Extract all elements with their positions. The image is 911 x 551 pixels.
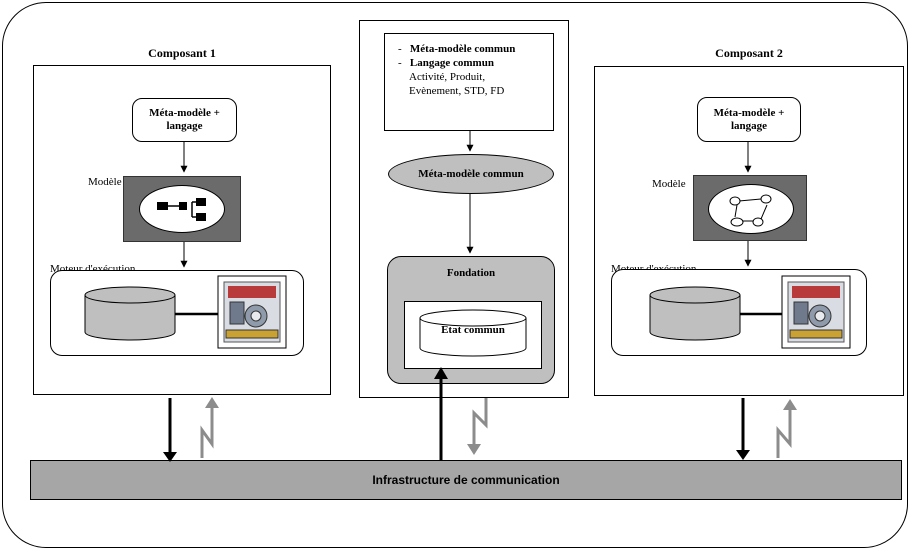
note-line-4: Evènement, STD, FD <box>409 85 505 97</box>
c1-database-icon <box>84 286 176 341</box>
component-1-meta-box: Méta-modèle + langage <box>132 98 237 142</box>
tree-model-icon <box>157 198 206 221</box>
c2-up-arrowhead <box>783 399 797 410</box>
note-line-2: - Langage commun <box>398 57 494 69</box>
component-2-model-label: Modèle <box>652 178 686 190</box>
note-line-3: Activité, Produit, <box>409 71 486 83</box>
note-line-1: - Méta-modèle commun <box>398 43 516 55</box>
foundation-title: Fondation <box>446 267 496 279</box>
component-2-model-frame <box>693 175 807 241</box>
common-metamodel-oval: Méta-modèle commun <box>388 154 554 194</box>
center-up-arrowhead <box>434 367 448 379</box>
c2-down-arrowhead <box>736 450 750 460</box>
component-2-model-ellipse <box>708 184 794 234</box>
center-down-zigzag-arrow <box>472 398 488 446</box>
center-down-arrowhead <box>467 444 481 455</box>
component-1-title: Composant 1 <box>148 46 216 60</box>
component-1-model-label: Modèle <box>88 176 122 188</box>
center-notes: - Méta-modèle commun - Langage commun Ac… <box>398 42 548 98</box>
c1-down-arrowhead <box>163 452 177 462</box>
graph-model-icon <box>729 194 772 227</box>
c2-engine-robot-icon <box>781 275 851 349</box>
c2-database-icon <box>649 286 741 341</box>
communication-infrastructure: Infrastructure de communication <box>30 460 902 500</box>
component-1-model-ellipse <box>139 185 225 233</box>
shared-state-database-icon <box>419 309 527 357</box>
shared-state-label: Etat commun <box>441 324 505 336</box>
component-2-meta-box: Méta-modèle + langage <box>697 97 801 142</box>
c1-engine-robot-icon <box>217 275 287 349</box>
component-1-model-frame <box>123 176 241 242</box>
c1-up-arrowhead <box>205 397 219 408</box>
center-notes-box <box>384 33 554 131</box>
c1-up-zigzag-arrow <box>200 404 214 458</box>
component-2-title: Composant 2 <box>715 46 783 60</box>
c2-up-zigzag-arrow <box>776 406 792 458</box>
